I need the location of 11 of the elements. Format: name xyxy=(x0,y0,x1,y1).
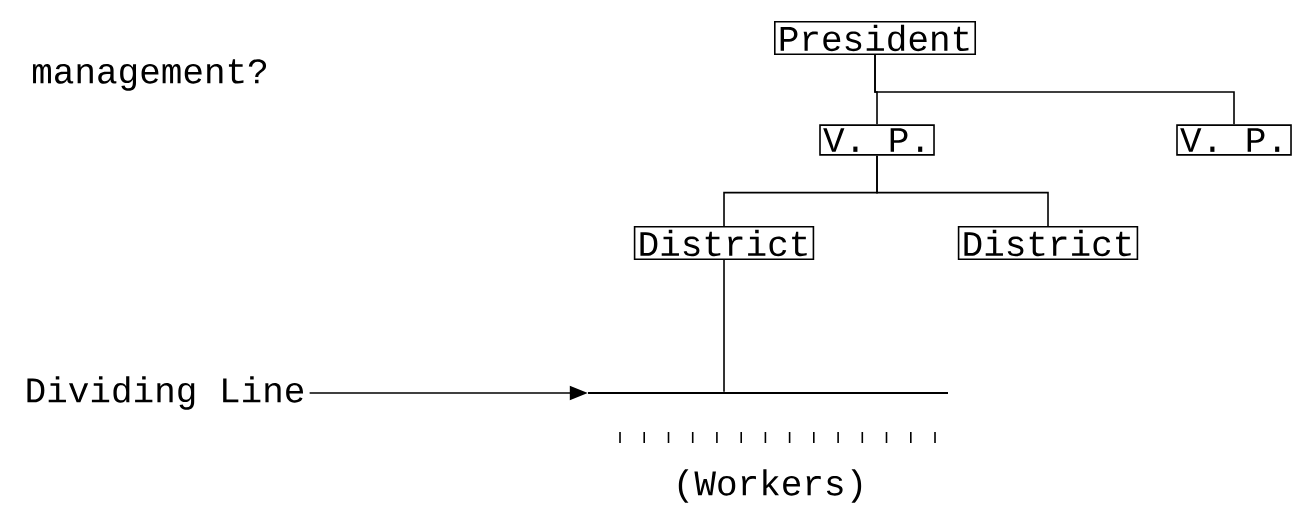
connector-line xyxy=(723,259,725,393)
title-box: District xyxy=(633,225,815,260)
label-text: management? xyxy=(32,59,267,91)
title-box: V. P. xyxy=(1176,124,1292,156)
title-box: President xyxy=(774,20,976,56)
title-box: District xyxy=(957,225,1139,260)
connector-line xyxy=(874,54,1235,126)
label-text: (Workers) xyxy=(678,469,862,503)
connector-line xyxy=(876,154,1049,227)
title-box: V. P. xyxy=(819,124,935,156)
annotation-text: Dividing Line xyxy=(27,376,303,410)
